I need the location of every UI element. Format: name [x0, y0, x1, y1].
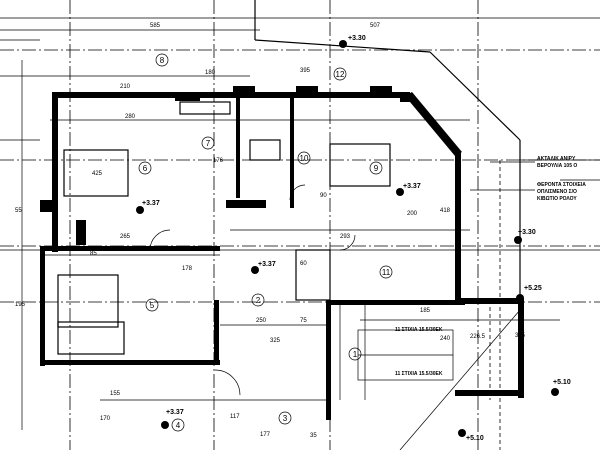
dimension-label: 55 — [15, 208, 22, 214]
level-label: +3.37 — [403, 183, 421, 190]
dimension-label: 35 — [310, 433, 317, 439]
level-label: +3.37 — [142, 200, 160, 207]
stair-label: 11 ΣΤΙΧΙΑ 15.5/30ΕΚ — [395, 371, 443, 377]
level-label: +3.30 — [348, 35, 366, 42]
level-marker: +3.37 — [136, 200, 160, 214]
room-marker: 10 — [297, 151, 311, 165]
room-number: 4 — [176, 421, 181, 430]
room-marker: 2 — [251, 293, 265, 307]
level-label: +3.30 — [518, 229, 536, 236]
dimension-label: 240 — [440, 336, 451, 342]
room-number: 10 — [300, 154, 309, 163]
note-text: ΒΕΡΟΥΛΙΑ 105 Ο — [537, 163, 577, 169]
level-label: +3.37 — [166, 409, 184, 416]
dimension-label: 325 — [270, 338, 281, 344]
dimension-label: 177 — [260, 432, 271, 438]
level-marker: +3.37 — [251, 261, 276, 274]
dimension-label: 395 — [300, 68, 311, 74]
dimension-label: 180 — [205, 70, 216, 76]
level-markers: +3.30 +3.37 +3.37 +3.37 +3.30 +3.37 +5.1… — [136, 35, 571, 442]
dimension-label: 185 — [420, 308, 431, 314]
level-label: +3.37 — [258, 261, 276, 268]
room-number: 6 — [143, 164, 148, 173]
note-text: ΟΠΛΙΣΜΕΝΟ Σ/Ο — [537, 189, 577, 195]
dimension-label: 226.5 — [470, 334, 486, 340]
room-marker: 8 — [155, 53, 169, 67]
dimension-label: 250 — [256, 318, 267, 324]
dimension-label: 60 — [300, 261, 307, 267]
room-number: 2 — [256, 296, 261, 305]
dimension-label: 195 — [15, 302, 26, 308]
dimension-label: 585 — [150, 23, 161, 29]
room-marker: 12 — [333, 67, 347, 81]
room-marker: 11 — [379, 265, 393, 279]
room-marker: 5 — [145, 298, 159, 312]
room-number: 9 — [374, 164, 379, 173]
level-marker: +3.37 — [396, 183, 421, 196]
room-marker: 9 — [369, 161, 383, 175]
level-marker: +3.37 — [161, 409, 184, 429]
level-marker: +5.10 — [458, 429, 484, 442]
dimension-label: 293 — [340, 234, 351, 240]
room-number: 11 — [382, 268, 391, 277]
room-marker: 7 — [201, 136, 215, 150]
dimension-label: 90 — [320, 193, 327, 199]
dimension-label: 418 — [440, 208, 451, 214]
dimension-label: 200 — [407, 211, 418, 217]
level-label: +5.25 — [524, 285, 542, 292]
room-marker: 3 — [278, 411, 292, 425]
walls — [40, 86, 524, 420]
dimension-label: 425 — [92, 171, 103, 177]
note-text: ΑΚΤΑΛΙΚ ΑΝΙΡΥ — [537, 156, 576, 162]
room-number: 5 — [150, 301, 155, 310]
note-text: ΦΕΡΟΝΤΑ ΣΤΟΙΧΕΙΑ — [537, 182, 586, 188]
room-number: 7 — [206, 139, 211, 148]
dimension-label: 176 — [213, 158, 224, 164]
room-marker: 4 — [171, 418, 185, 432]
note-text: ΚΙΒΩΤΙΟ ΡΟΛΟΥ — [537, 196, 577, 202]
level-label: +5.10 — [553, 379, 571, 386]
dimension-label: 507 — [370, 23, 381, 29]
dimension-label: 155 — [110, 391, 121, 397]
dimension-label: 178 — [182, 266, 193, 272]
annotation-notes: ΑΚΤΑΛΙΚ ΑΝΙΡΥ ΒΕΡΟΥΛΙΑ 105 Ο ΦΕΡΟΝΤΑ ΣΤΟ… — [395, 156, 586, 377]
dimension-label: 75 — [300, 318, 307, 324]
dimension-label: 280 — [125, 114, 136, 120]
level-label: +5.10 — [466, 435, 484, 442]
room-number: 8 — [160, 56, 165, 65]
level-marker: +5.10 — [551, 379, 571, 396]
dimension-label: 335 — [515, 333, 526, 339]
room-number: 12 — [336, 70, 345, 79]
dimension-label: 265 — [120, 234, 131, 240]
level-marker: +3.30 — [339, 35, 366, 48]
dimension-label: 210 — [120, 84, 131, 90]
dimension-label: 85 — [90, 251, 97, 257]
room-marker: 1 — [348, 347, 362, 361]
dimension-lines — [0, 17, 600, 430]
room-number: 1 — [353, 350, 358, 359]
dimension-label: 117 — [230, 414, 240, 420]
level-marker: +3.30 — [514, 229, 536, 244]
room-number: 3 — [283, 414, 288, 423]
room-markers: 8 12 6 7 10 9 5 11 1 2 3 4 — [138, 53, 393, 432]
stair-label: 11 ΣΤΙΧΙΑ 15.5/30ΕΚ — [395, 327, 443, 333]
dimension-label: 170 — [100, 416, 111, 422]
level-marker: +5.25 — [516, 285, 542, 302]
room-marker: 6 — [138, 161, 152, 175]
